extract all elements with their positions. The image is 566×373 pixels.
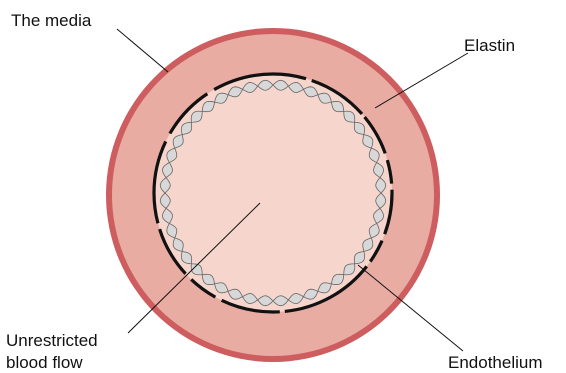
media-leader-line <box>117 29 168 72</box>
endothelium-label: Endothelium <box>448 353 543 372</box>
media-label: The media <box>11 11 92 30</box>
blood-flow-label-line2: blood flow <box>6 353 83 372</box>
lumen <box>175 95 371 291</box>
blood-flow-label-line1: Unrestricted <box>6 331 98 350</box>
elastin-label: Elastin <box>464 36 515 55</box>
